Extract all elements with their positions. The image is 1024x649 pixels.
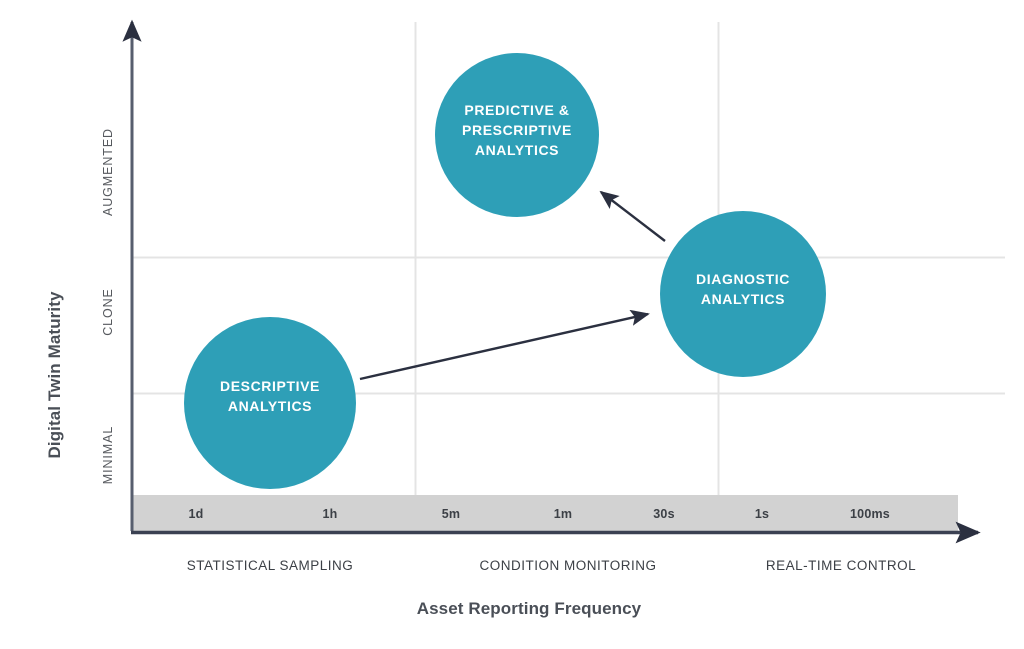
x-zone-label-real-time-control: REAL-TIME CONTROL [766, 558, 916, 573]
bubble-circle-diagnostic[interactable] [660, 211, 826, 377]
x-tick-label-1d: 1d [189, 507, 204, 521]
bubble-label-predictive-line-1: PREDICTIVE & [464, 102, 569, 118]
arrow-diagnostic-to-predictive [599, 190, 666, 242]
y-tier-label-minimal: MINIMAL [101, 426, 115, 484]
x-tick-label-1h: 1h [323, 507, 338, 521]
bubble-circle-predictive[interactable] [435, 53, 599, 217]
y-axis-title: Digital Twin Maturity [45, 291, 64, 459]
x-tick-label-5m: 5m [442, 507, 460, 521]
x-axis-title: Asset Reporting Frequency [417, 599, 642, 618]
x-tick-label-30s: 30s [653, 507, 674, 521]
bubble-descriptive-analytics[interactable]: DESCRIPTIVE ANALYTICS [184, 317, 356, 489]
bubble-label-descriptive-line-2: ANALYTICS [228, 398, 312, 414]
bubble-predictive-prescriptive-analytics[interactable]: PREDICTIVE & PRESCRIPTIVE ANALYTICS [435, 53, 599, 217]
axis-lines [122, 19, 981, 544]
bubble-label-diagnostic-line-2: ANALYTICS [701, 291, 785, 307]
y-tier-label-clone: CLONE [101, 288, 115, 336]
bubble-label-predictive-line-2: PRESCRIPTIVE [462, 122, 572, 138]
bubble-circle-descriptive[interactable] [184, 317, 356, 489]
x-zone-label-condition-monitoring: CONDITION MONITORING [480, 558, 657, 573]
bubble-label-predictive-line-3: ANALYTICS [475, 142, 559, 158]
arrow-descriptive-to-diagnostic [359, 309, 650, 381]
x-tick-label-100ms: 100ms [850, 507, 890, 521]
x-zone-label-statistical-sampling: STATISTICAL SAMPLING [187, 558, 354, 573]
x-tick-label-1s: 1s [755, 507, 769, 521]
bubble-diagnostic-analytics[interactable]: DIAGNOSTIC ANALYTICS [660, 211, 826, 377]
bubble-label-descriptive-line-1: DESCRIPTIVE [220, 378, 320, 394]
x-tick-label-1m: 1m [554, 507, 572, 521]
y-tier-label-augmented: AUGMENTED [101, 128, 115, 216]
bubble-label-diagnostic-line-1: DIAGNOSTIC [696, 271, 790, 287]
frequency-band [131, 495, 958, 531]
